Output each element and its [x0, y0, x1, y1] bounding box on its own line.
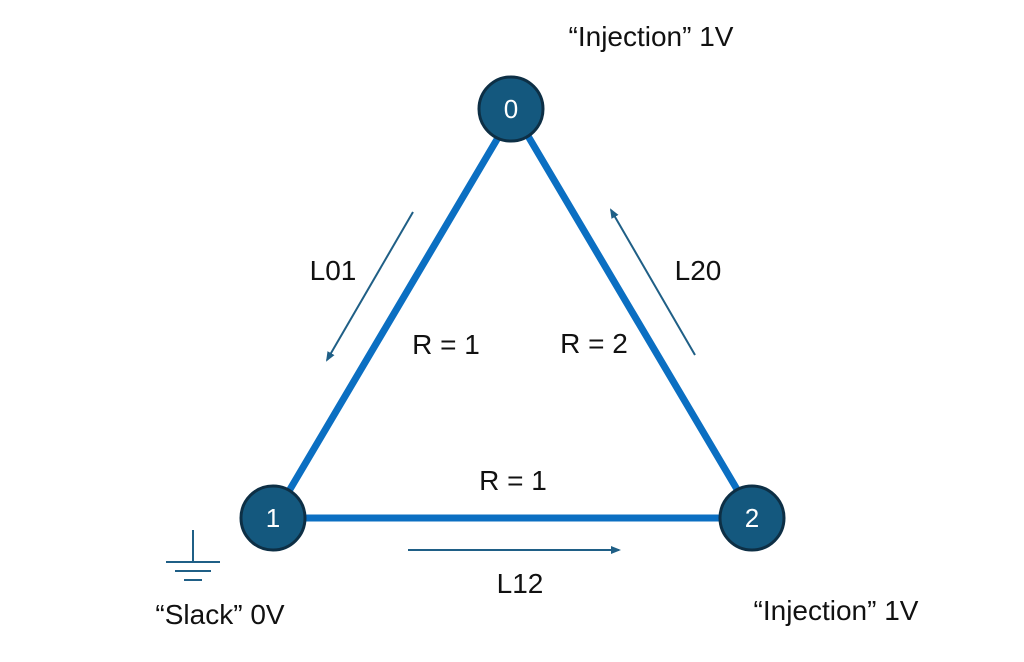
- node-0[interactable]: 0: [477, 75, 545, 143]
- node-1[interactable]: 1: [239, 484, 307, 552]
- node-2-annotation: “Injection” 1V: [754, 595, 919, 626]
- edge-L01: [285, 132, 503, 495]
- ground-symbol-icon: [166, 530, 220, 581]
- edge-resistance-L01: R = 1: [412, 329, 480, 360]
- node-2[interactable]: 2: [718, 484, 786, 552]
- edge-name-L20: L20: [675, 255, 722, 286]
- node-label-2: 2: [745, 503, 759, 533]
- node-label-1: 1: [266, 503, 280, 533]
- edge-name-L01: L01: [310, 255, 357, 286]
- node-1-annotation: “Slack” 0V: [155, 599, 284, 630]
- flow-arrow-L01: [325, 211, 414, 362]
- edge-L20: [524, 132, 742, 495]
- flow-arrow-L20: [609, 208, 696, 356]
- edge-resistance-L12: R = 1: [479, 465, 547, 496]
- node-label-0: 0: [504, 94, 518, 124]
- edge-resistance-L20: R = 2: [560, 328, 628, 359]
- edge-name-L12: L12: [497, 568, 544, 599]
- node-0-annotation: “Injection” 1V: [569, 21, 734, 52]
